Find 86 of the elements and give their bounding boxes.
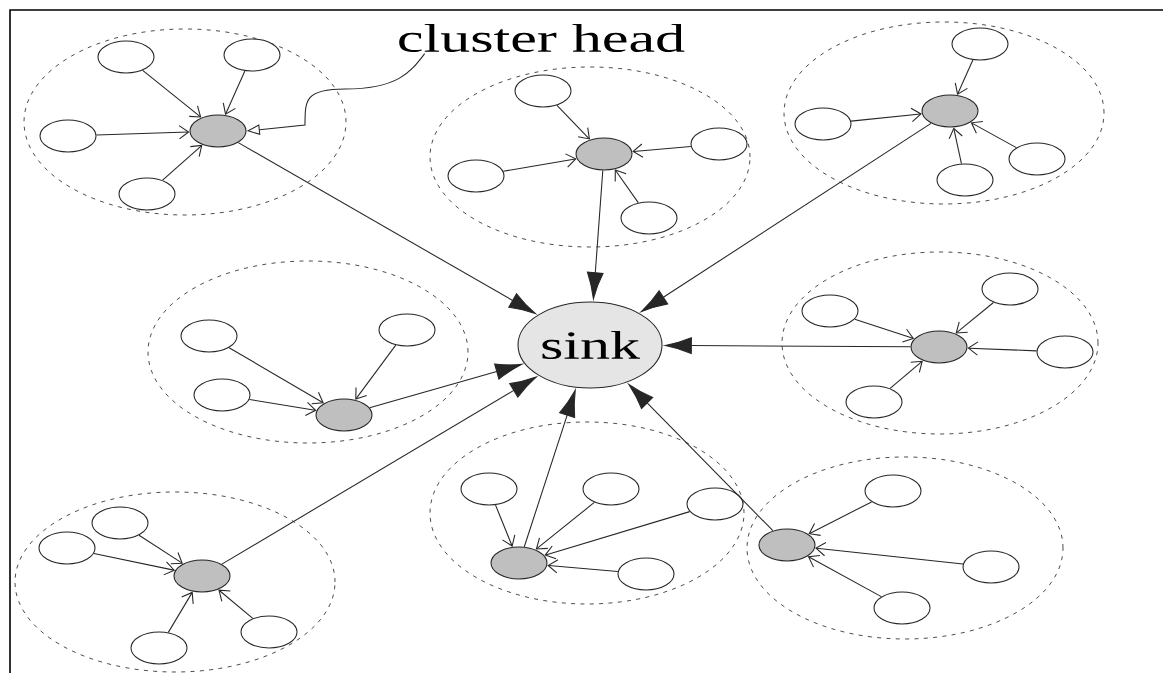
sensor-node <box>38 531 96 565</box>
sensor-node <box>193 378 251 412</box>
arrow <box>614 169 639 204</box>
sensor-node <box>240 615 298 649</box>
arrow <box>167 591 194 633</box>
arrow <box>808 501 873 536</box>
sensor-node <box>1008 142 1066 176</box>
arrow <box>664 337 911 354</box>
arrow <box>523 389 576 548</box>
callout-text: cluster head <box>399 23 685 53</box>
sensor-node <box>447 159 505 193</box>
arrow <box>586 169 604 300</box>
arrow <box>628 383 774 532</box>
cluster-head-node <box>490 546 548 580</box>
arrow <box>556 104 591 140</box>
sensor-node <box>582 472 640 506</box>
arrow <box>889 360 923 389</box>
arrow <box>544 511 691 560</box>
sensor-node <box>962 550 1020 584</box>
cluster-boundary <box>147 260 469 444</box>
cluster-boundary <box>429 421 745 605</box>
cluster-head-node <box>315 398 373 432</box>
arrow <box>535 501 595 550</box>
sensor-node <box>460 472 518 506</box>
arrow <box>850 107 922 123</box>
sensor-node <box>378 313 436 347</box>
arrow <box>248 398 317 416</box>
sensor-node <box>39 119 97 153</box>
arrow <box>355 344 397 400</box>
sensor-node <box>617 557 675 591</box>
cluster-boundary <box>429 66 751 248</box>
arrow <box>632 143 692 158</box>
cluster-head-node <box>758 528 816 562</box>
arrow <box>954 59 974 95</box>
sensor-node <box>686 487 744 521</box>
arrow <box>228 347 324 405</box>
sensor-node <box>180 319 238 353</box>
sensor-node <box>873 591 931 625</box>
sensor-node <box>845 385 903 419</box>
cluster-head-node <box>910 330 968 364</box>
arrow <box>955 301 995 334</box>
arrow <box>495 504 516 547</box>
arrow <box>502 153 577 172</box>
sensor-node <box>1036 335 1094 369</box>
sensor-node <box>91 506 149 540</box>
sensor-node <box>794 107 852 141</box>
arrow <box>142 69 202 118</box>
sensor-node <box>864 474 922 508</box>
cluster-head-node <box>575 137 633 171</box>
arrow <box>237 142 536 315</box>
arrow <box>369 363 523 409</box>
cluster-head-node <box>921 94 979 128</box>
arrow <box>221 376 537 565</box>
sensor-node <box>620 201 678 235</box>
arrow <box>138 534 183 565</box>
arrow <box>807 554 882 598</box>
cluster-boundary <box>14 491 336 673</box>
cluster-head-node <box>189 114 247 148</box>
arrow <box>162 144 203 181</box>
sensor-node <box>690 127 748 161</box>
sensor-node <box>801 294 859 328</box>
sensor-node <box>951 27 1009 61</box>
arrow <box>854 318 915 343</box>
sensor-node <box>130 631 188 665</box>
arrow <box>93 553 176 576</box>
sensor-node <box>97 40 155 74</box>
arrow <box>948 127 963 165</box>
sensor-node <box>981 272 1039 306</box>
cluster-boundary <box>781 251 1099 435</box>
cluster-head-node <box>173 559 231 593</box>
arrow <box>641 122 932 313</box>
sensor-node <box>223 38 281 72</box>
sensor-node <box>514 74 572 108</box>
cluster-boundary <box>746 456 1064 640</box>
sensor-node <box>118 177 176 211</box>
arrow <box>218 589 254 619</box>
arrow <box>95 125 190 140</box>
arrow <box>547 559 619 574</box>
arrow <box>967 341 1038 356</box>
sink-node: sink <box>517 301 663 389</box>
arrow <box>815 541 964 565</box>
cluster-boundary <box>23 28 347 216</box>
arrow <box>222 70 246 115</box>
sensor-node <box>936 163 994 197</box>
cluster-boundary <box>783 21 1105 205</box>
arrow <box>970 120 1017 149</box>
